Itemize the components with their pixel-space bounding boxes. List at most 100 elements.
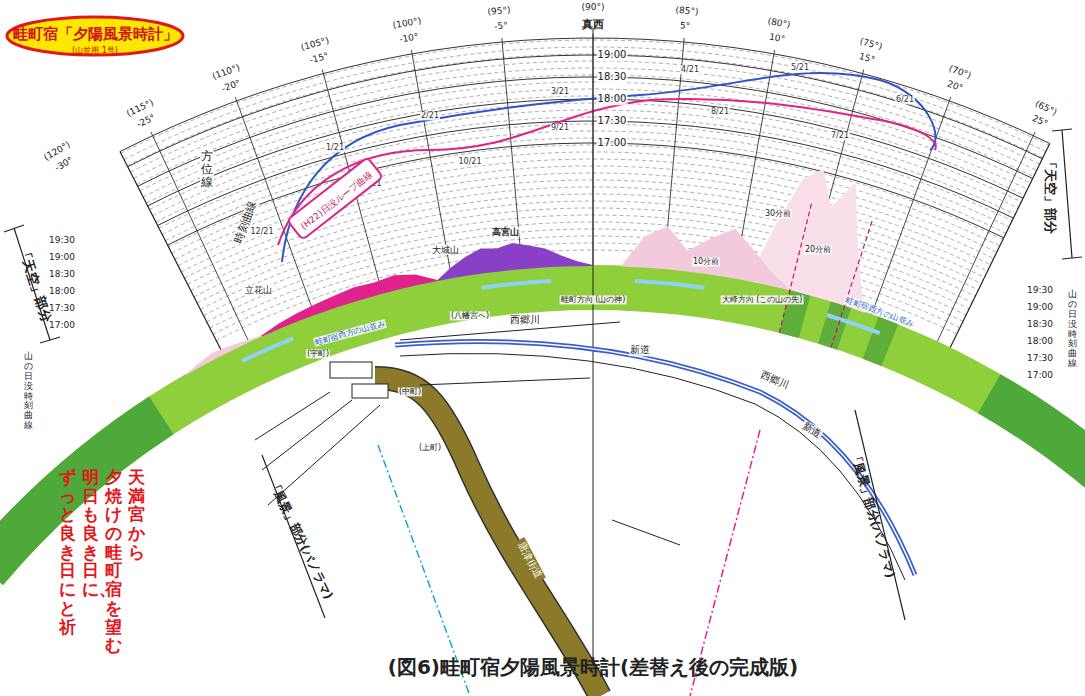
mountain-purple — [438, 243, 594, 281]
label: (山並用 1号) — [72, 46, 118, 55]
azimuth-line — [872, 97, 951, 314]
label: 18:00 — [49, 286, 75, 296]
mountain-shade — [748, 169, 865, 313]
label: 新道 — [800, 420, 825, 440]
label: (90°) — [582, 2, 605, 12]
label: (75°) — [858, 36, 883, 52]
time-arc-minor — [156, 117, 1015, 222]
label: 17:00 — [597, 137, 628, 149]
label: 新道 — [629, 344, 651, 356]
label: -5° — [494, 20, 508, 31]
time-arc-minor — [146, 96, 1024, 203]
sun-track-blue — [282, 73, 936, 262]
label: (上町) — [418, 443, 442, 452]
label: 「風景」部分(パノラマ) — [265, 478, 335, 602]
label: (85°) — [675, 5, 699, 17]
label: 17:30 — [1027, 353, 1053, 363]
label: 西郷川 — [509, 314, 541, 326]
label: (95°) — [488, 5, 512, 17]
label: -25° — [135, 112, 157, 129]
brackets — [4, 129, 1082, 620]
label: -15° — [309, 51, 330, 66]
label: 「風景」部分(パノラマ) — [847, 450, 896, 580]
label: 17:30 — [597, 115, 628, 127]
landscape-strip — [863, 317, 899, 367]
label: 山の日没時刻曲線 — [1068, 290, 1077, 369]
label: -20° — [220, 78, 242, 94]
time-arc — [168, 143, 1004, 245]
label: 10° — [768, 32, 786, 45]
label: 17:00 — [49, 320, 75, 330]
label: -10° — [399, 31, 420, 45]
town-lines — [255, 322, 680, 545]
label: 18:30 — [1027, 319, 1053, 329]
label: 10/21 — [457, 157, 482, 166]
label: (70°) — [947, 63, 972, 81]
label: 明日も良き日に、 — [82, 468, 99, 599]
mountain-pale — [621, 226, 790, 290]
label: 大城山 — [431, 245, 460, 255]
label: 9/21 — [550, 123, 570, 132]
sight-dash — [779, 202, 812, 333]
label: 天満宮から — [128, 468, 145, 561]
label: 15° — [858, 51, 876, 65]
label: (105°) — [300, 35, 330, 52]
label: 19:30 — [1027, 285, 1053, 295]
label: 2/21 — [420, 111, 440, 120]
label: 20分前 — [804, 245, 832, 254]
label: 西郷川 — [758, 369, 792, 392]
time-arc-minor — [159, 124, 1012, 228]
landscape-strip — [818, 301, 852, 350]
label: 10分前 — [692, 257, 720, 266]
band-marker — [635, 281, 704, 288]
label: 1/21 — [325, 143, 345, 152]
label: 高宮山 — [491, 227, 520, 237]
label: 山の日没時刻曲線 — [24, 352, 33, 431]
label: 大峰方向 (この山の先) — [721, 295, 804, 304]
label: 20° — [946, 78, 965, 93]
label: 4/21 — [680, 65, 700, 74]
mountain-pale — [186, 336, 262, 376]
time-arc-minor — [150, 103, 1022, 209]
band-marker — [827, 315, 880, 333]
label: 18:00 — [597, 93, 628, 105]
label: 19:00 — [1027, 302, 1053, 312]
time-arc-minor — [127, 54, 1043, 166]
time-arc — [158, 121, 1014, 225]
old-road — [375, 378, 600, 696]
azimuth-line — [937, 132, 1035, 341]
time-arc — [120, 38, 1050, 152]
label: 「天空」部分 — [15, 246, 53, 325]
caption: (図6)畦町宿夕陽風景時計(差替え後の完成版) — [388, 656, 798, 679]
title: 畦町宿「夕陽風景時計」 — [13, 26, 178, 43]
label: 30分前 — [764, 209, 792, 218]
landscape-band — [0, 265, 1085, 585]
time-arc-minor — [121, 40, 1049, 153]
label: 19:00 — [49, 252, 75, 262]
label: 19:30 — [49, 235, 75, 245]
label: 25° — [1031, 113, 1050, 129]
sight-dash — [831, 219, 873, 347]
title-ellipse — [7, 17, 183, 55]
label: 18:00 — [1027, 336, 1053, 346]
label: ずっと良き日にと祈 — [59, 468, 76, 636]
label: 18:30 — [597, 71, 628, 83]
label: (中町) — [398, 387, 422, 396]
time-arc-minor — [165, 138, 1006, 241]
label: 時刻曲線 — [232, 198, 260, 246]
label: (80°) — [767, 16, 791, 30]
label: 18:30 — [49, 269, 75, 279]
label: (八幡宮へ) — [450, 311, 490, 320]
label: 8/21 — [710, 107, 730, 116]
label: 5° — [680, 20, 691, 31]
old-road-edge — [375, 378, 600, 696]
time-arc-minor — [172, 152, 1000, 253]
label: 真西 — [582, 19, 604, 32]
landscape-band-dark — [978, 374, 1085, 585]
label: (100°) — [392, 16, 422, 31]
time-arc-minor — [130, 61, 1039, 172]
time-arc — [148, 99, 1023, 206]
label: 5/21 — [790, 63, 810, 72]
